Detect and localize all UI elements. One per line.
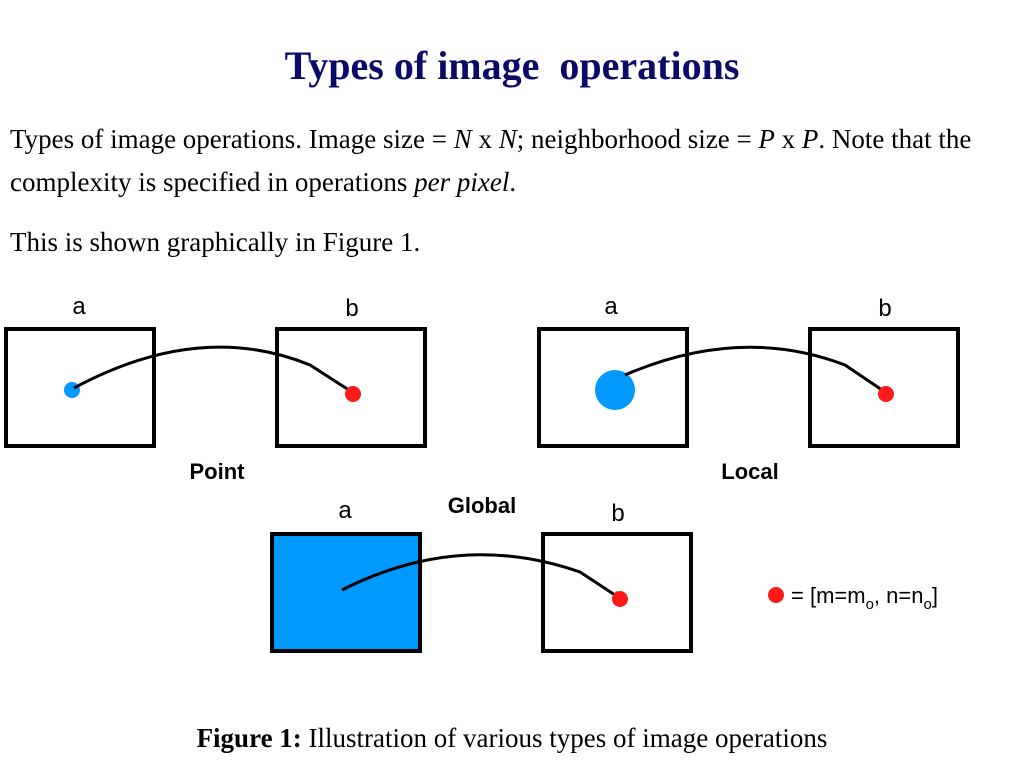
local-caption: Local [721, 459, 778, 484]
var-n-2: N [498, 124, 517, 154]
local-target-label: b [878, 295, 891, 322]
point-operation: a b Point [4, 293, 427, 484]
intro-paragraph: Types of image operations. Image size = … [10, 118, 1005, 204]
point-target-box [275, 327, 427, 448]
slide-title: Types of image operations [284, 43, 740, 88]
operations-diagram: a b Point a b Local Global a b = [m=mo, … [4, 293, 960, 653]
intro-text-2: x [471, 124, 499, 154]
legend-n-subscript: o [923, 596, 931, 613]
legend-close: ] [932, 583, 938, 608]
local-operation: a b Local [537, 293, 960, 484]
legend-m-subscript: o [866, 596, 874, 613]
local-source-label: a [604, 293, 618, 320]
global-source-label: a [338, 497, 352, 524]
global-caption: Global [448, 493, 516, 518]
intro-text-4: x [774, 124, 802, 154]
global-target-dot [612, 591, 628, 607]
point-caption: Point [190, 459, 246, 484]
legend: = [m=mo, n=no] [768, 583, 938, 613]
global-operation: Global a b [270, 493, 693, 653]
per-pixel-emphasis: per pixel [414, 167, 510, 197]
point-arrow [73, 345, 355, 394]
figure-caption-text: Illustration of various types of image o… [301, 723, 828, 753]
point-target-label: b [345, 295, 358, 322]
global-source-box [270, 532, 422, 653]
var-n-1: N [453, 124, 472, 154]
point-target-dot [345, 386, 361, 402]
legend-n: , n=n [874, 583, 924, 608]
intro-text-5: . Note that the complexity is specified … [10, 124, 972, 197]
point-source-label: a [72, 293, 86, 320]
intro-text-1: Types of image operations. Image size = [10, 124, 454, 154]
legend-target-dot [768, 587, 784, 603]
figure-caption: Figure 1: Illustration of various types … [0, 718, 1024, 758]
figure-caption-label: Figure 1: [196, 723, 302, 753]
local-target-dot [878, 386, 894, 402]
point-source-box [4, 327, 156, 448]
legend-text: = [m=mo, n=no] [791, 583, 938, 613]
global-arrow [341, 553, 621, 599]
global-target-label: b [611, 500, 624, 527]
intro-text-3: ; neighborhood size = [516, 124, 759, 154]
figure-reference-paragraph: This is shown graphically in Figure 1. [10, 227, 421, 257]
local-arrow [624, 345, 888, 394]
local-source-neighborhood [595, 370, 635, 410]
var-p-1: P [758, 124, 775, 154]
intro-text-6: . [509, 167, 517, 197]
var-p-2: P [801, 124, 819, 154]
legend-m: = [m=m [791, 583, 866, 608]
